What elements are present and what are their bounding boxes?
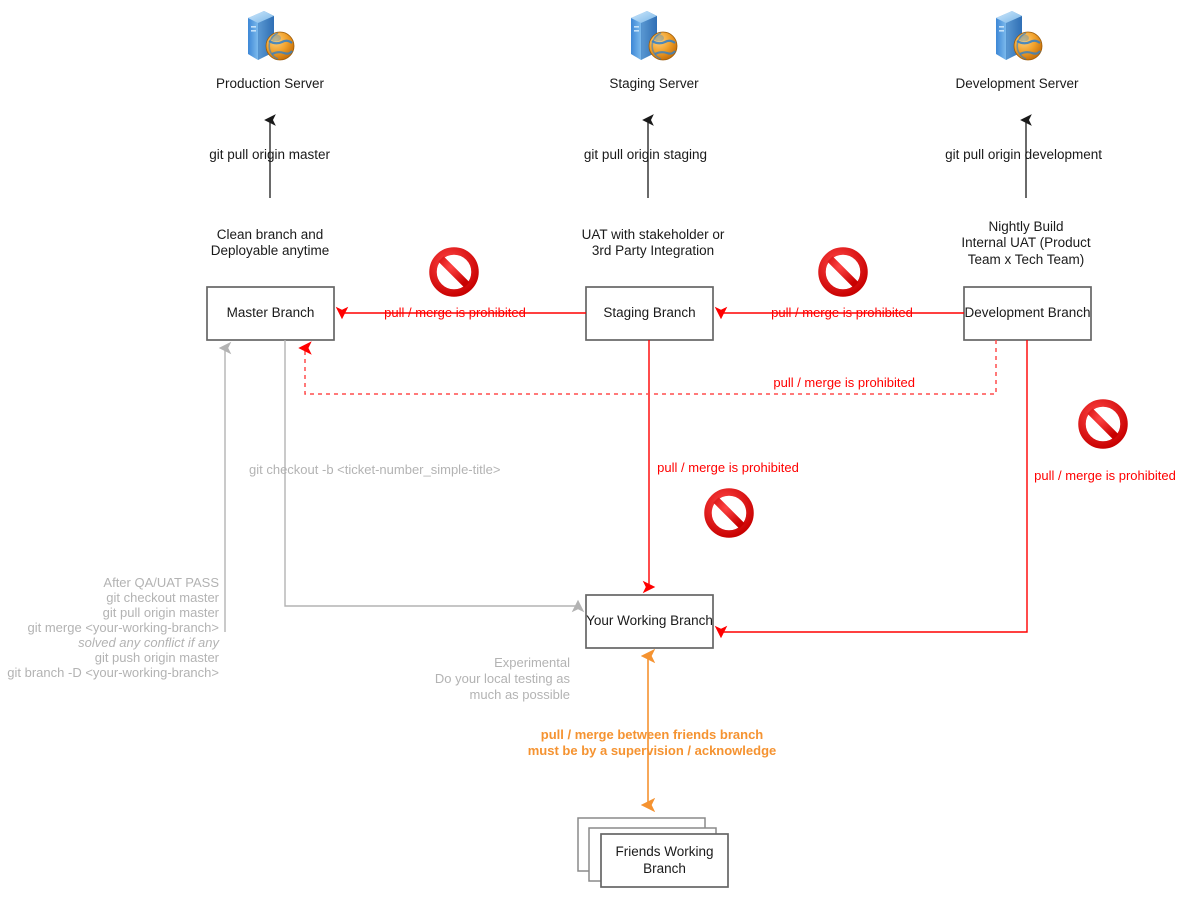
connector-development-to-master-dotted	[298, 340, 997, 395]
note-merge-back-line-2: git pull origin master	[102, 605, 219, 620]
note-checkout-branch: git checkout -b <ticket-number_simple-ti…	[249, 462, 501, 477]
note-merge-back-block: After QA/UAT PASS git checkout master gi…	[7, 575, 219, 680]
label-prohibited-staging-working: pull / merge is prohibited	[657, 460, 799, 475]
note-merge-back-line-5: git push origin master	[94, 650, 219, 665]
branch-note-staging: UAT with stakeholder or 3rd Party Integr…	[581, 227, 725, 259]
branch-label-development: Development Branch	[964, 305, 1091, 321]
server-globe-icon-production	[246, 9, 296, 62]
branch-box-development[interactable]	[963, 286, 1092, 341]
note-merge-back-line-3: git merge <your-working-branch>	[27, 620, 219, 635]
command-pull-origin-staging: git pull origin staging	[583, 147, 707, 162]
branch-box-master[interactable]	[206, 286, 335, 341]
command-pull-origin-development: git pull origin development	[945, 147, 1102, 162]
server-label-production: Production Server	[215, 76, 325, 91]
no-entry-icon-development-staging	[822, 251, 864, 293]
note-merge-back-line-0: After QA/UAT PASS	[103, 575, 219, 590]
server-globe-icon-development	[994, 9, 1044, 62]
branch-note-development: Nightly Build Internal UAT (Product Team…	[961, 219, 1091, 267]
note-merge-back-line-1: git checkout master	[106, 590, 219, 605]
branch-box-friends[interactable]	[600, 833, 729, 888]
connector-master-to-working-checkout	[284, 340, 585, 613]
label-prohibited-development-master: pull / merge is prohibited	[773, 375, 915, 390]
note-friends-rule: pull / merge between friends branch must…	[527, 727, 777, 758]
branch-label-master: Master Branch	[226, 305, 315, 321]
no-entry-icon-staging-master	[433, 251, 475, 293]
connector-development-to-working	[714, 340, 1028, 639]
branch-box-working[interactable]	[585, 594, 714, 649]
branch-label-working: Your Working Branch	[586, 613, 713, 629]
branch-note-master: Clean branch and Deployable anytime	[210, 227, 330, 259]
no-entry-icon-staging-working	[708, 492, 750, 534]
label-prohibited-development-staging: pull / merge is prohibited	[771, 305, 913, 320]
server-label-development: Development Server	[955, 76, 1079, 91]
server-globe-icon-staging	[629, 9, 679, 62]
note-merge-back-line-4: solved any conflict if any	[78, 635, 219, 650]
branch-label-staging: Staging Branch	[603, 305, 696, 321]
label-prohibited-staging-master: pull / merge is prohibited	[384, 305, 526, 320]
branch-box-staging[interactable]	[585, 286, 714, 341]
label-prohibited-development-working: pull / merge is prohibited	[1034, 468, 1176, 483]
no-entry-icon-development-working	[1082, 403, 1124, 445]
server-label-staging: Staging Server	[609, 76, 699, 91]
branch-label-friends: Friends Working Branch	[615, 843, 714, 876]
note-experimental: Experimental Do your local testing as mu…	[434, 655, 570, 702]
command-pull-origin-master: git pull origin master	[209, 147, 330, 162]
note-merge-back-line-6: git branch -D <your-working-branch>	[7, 665, 219, 680]
